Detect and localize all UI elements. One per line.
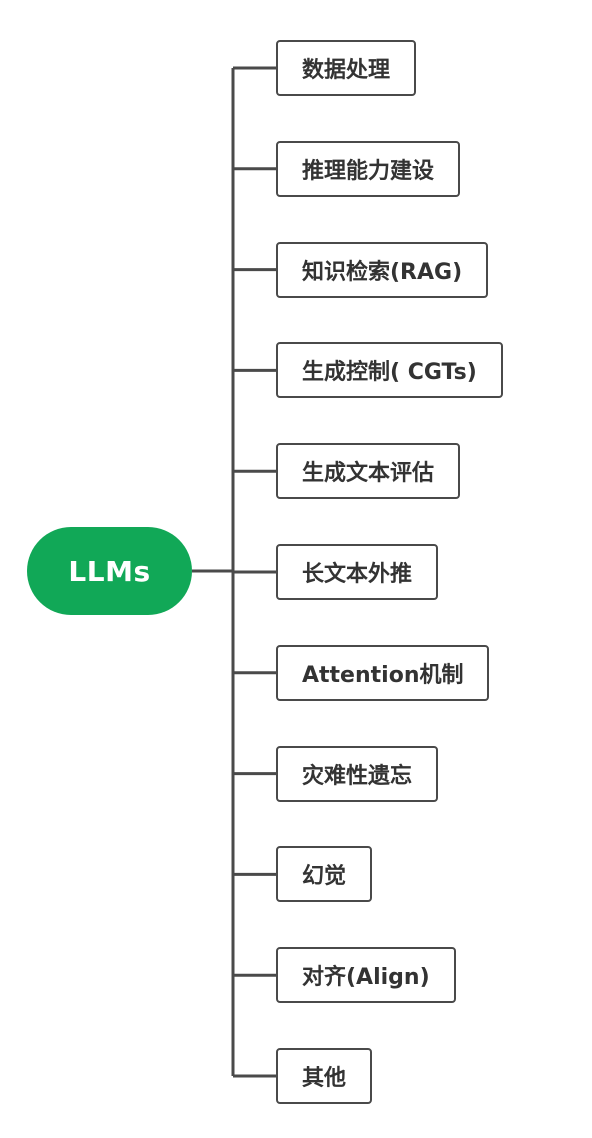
child-label: 幻觉 [302,864,347,890]
child-label: 推理能力建设 [302,158,435,184]
child-node[interactable]: 生成控制( CGTs) [276,342,503,399]
child-label: 灾难性遗忘 [302,763,413,789]
child-node[interactable]: 灾难性遗忘 [276,745,439,802]
child-label: 生成文本评估 [302,461,435,487]
child-node[interactable]: 生成文本评估 [276,443,461,500]
child-label: Attention机制 [302,662,464,688]
child-label: 数据处理 [302,58,391,83]
root-node[interactable]: LLMs [27,527,192,615]
child-label: 其他 [302,1066,347,1091]
root-label: LLMs [68,554,151,588]
child-label: 知识检索(RAG) [302,259,463,285]
child-node[interactable]: Attention机制 [276,644,490,701]
child-node[interactable]: 幻觉 [276,846,373,903]
child-label: 对齐(Align) [302,965,430,991]
child-node[interactable]: 知识检索(RAG) [276,241,489,298]
child-label: 生成控制( CGTs) [302,360,477,386]
child-node[interactable]: 其他 [276,1048,373,1104]
child-label: 长文本外推 [302,562,413,587]
child-node[interactable]: 推理能力建设 [276,140,461,197]
child-node[interactable]: 长文本外推 [276,544,439,600]
child-node[interactable]: 对齐(Align) [276,947,456,1004]
child-node[interactable]: 数据处理 [276,40,417,96]
